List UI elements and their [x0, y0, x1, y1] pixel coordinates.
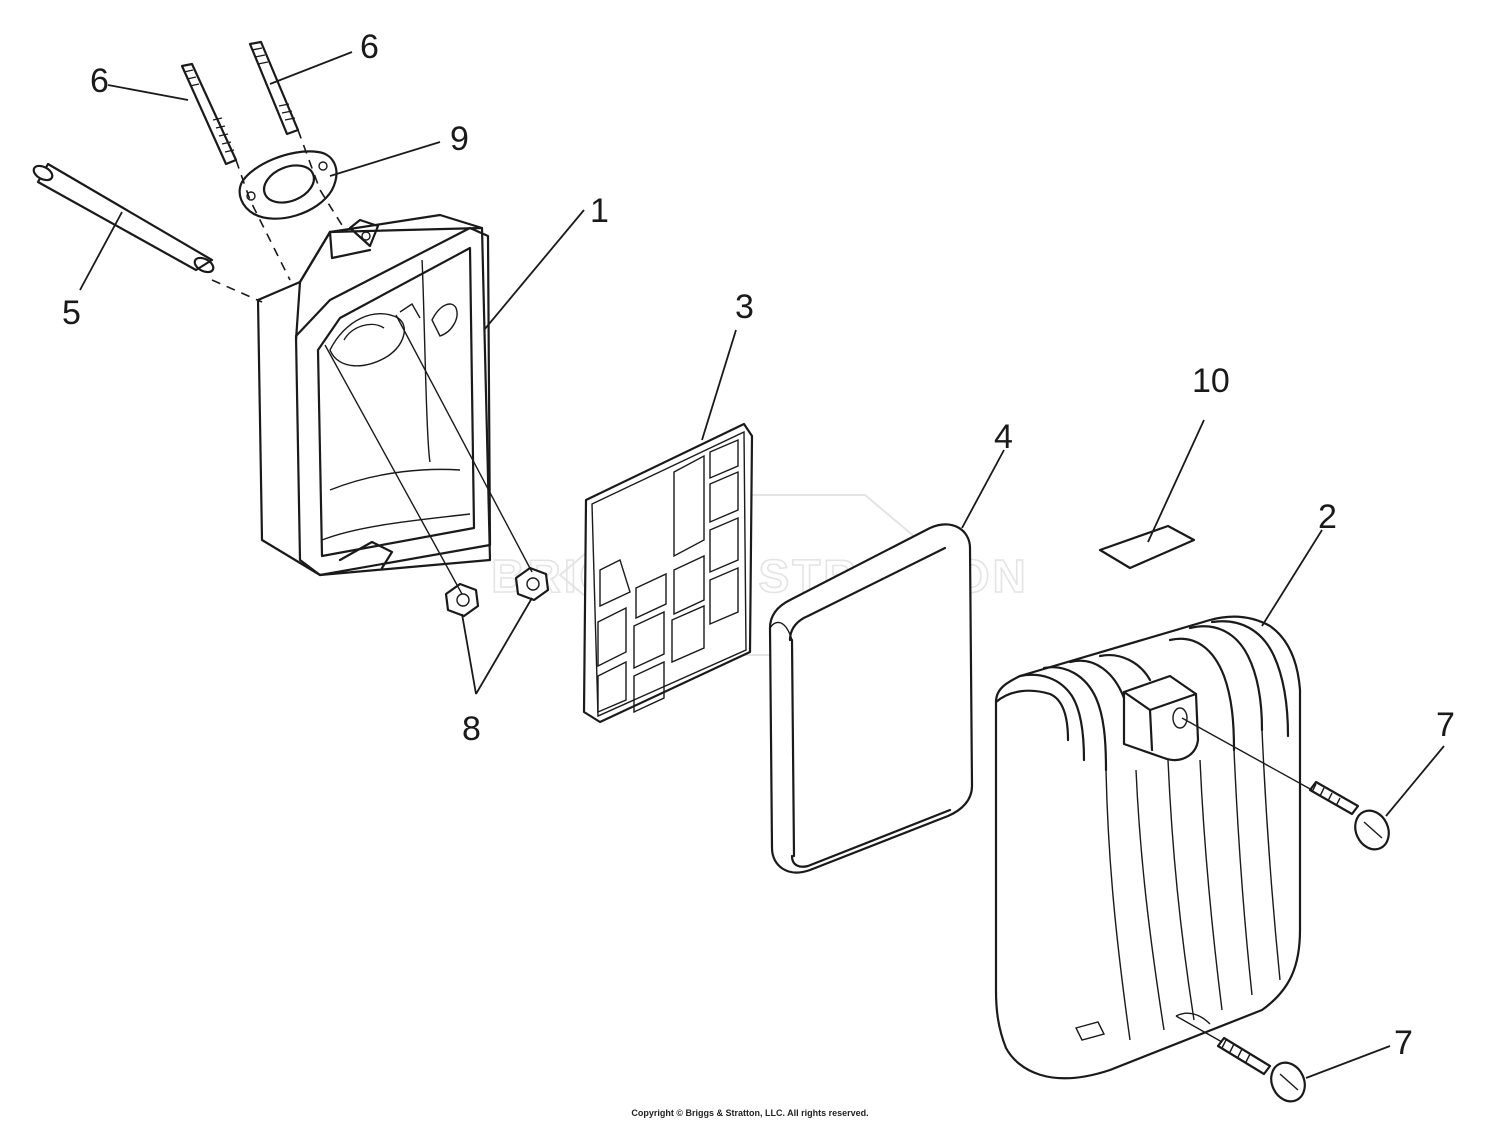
- callout-6-left: 6: [90, 62, 109, 100]
- part-4-filter-element: [768, 523, 974, 874]
- part-7-screw-lower: [1216, 1036, 1306, 1103]
- callout-1: 1: [590, 192, 609, 230]
- callout-10: 10: [1192, 362, 1230, 400]
- callout-3: 3: [735, 288, 754, 326]
- callouts: 1 2 3 4 5 6 6 7 7 8 9 10: [62, 28, 1455, 1062]
- assembly-lines: [211, 129, 1313, 1043]
- callout-2: 2: [1318, 498, 1337, 536]
- leader-lines: [79, 51, 1445, 1079]
- part-6-stud-left: [180, 62, 238, 166]
- copyright-notice: Copyright © Briggs & Stratton, LLC. All …: [631, 1108, 869, 1118]
- part-7-screw-upper: [1308, 780, 1390, 851]
- callout-5: 5: [62, 294, 81, 332]
- part-8-nut-left: [444, 582, 480, 618]
- callout-7-lower: 7: [1394, 1024, 1413, 1062]
- callout-6-right: 6: [360, 28, 379, 66]
- part-2-cover: [994, 615, 1302, 1080]
- part-10-decal: [1098, 524, 1196, 570]
- callout-9: 9: [450, 120, 469, 158]
- part-5-breather-tube: [32, 162, 215, 274]
- part-3-screen: [582, 422, 754, 724]
- part-8-nut-right: [514, 566, 550, 602]
- callout-4: 4: [994, 418, 1013, 456]
- callout-7-upper: 7: [1436, 706, 1455, 744]
- callout-8: 8: [462, 710, 481, 748]
- part-1-base: [256, 213, 492, 577]
- part-6-stud-right: [248, 40, 300, 136]
